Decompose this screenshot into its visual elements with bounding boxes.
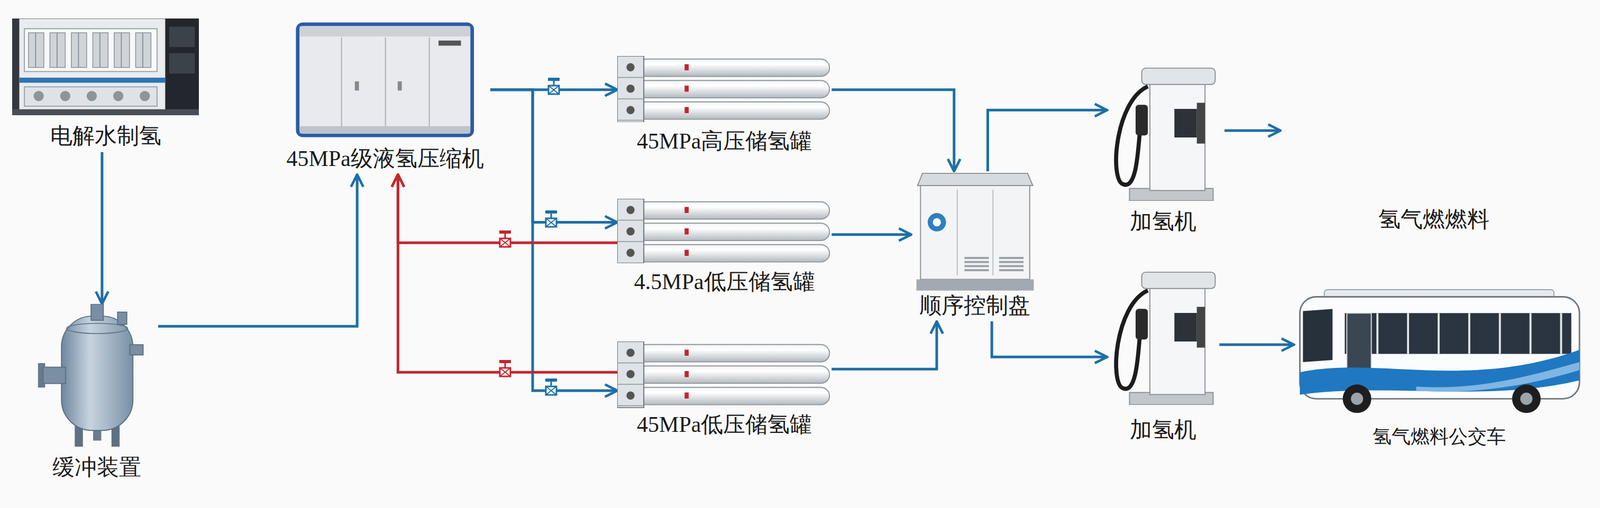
flow-connector — [490, 89, 618, 223]
storage-tank-bank: 45MPa低压储氢罐 — [617, 341, 832, 441]
valve-symbol — [499, 230, 511, 248]
valve-symbol — [545, 378, 557, 396]
node-label: 顺序控制盘 — [919, 293, 1031, 319]
flow-connector — [397, 174, 618, 243]
flow-connector — [1219, 343, 1294, 347]
flow-connector — [397, 174, 618, 373]
flow-connector — [490, 89, 618, 391]
flow-connector — [100, 152, 104, 305]
node-label: 45MPa低压储氢罐 — [636, 412, 812, 438]
flow-connector — [158, 174, 358, 327]
panel-illustration — [911, 171, 1039, 291]
tanks-illustration — [617, 56, 832, 123]
node-label: 缓冲装置 — [52, 454, 142, 481]
node-label: 加氢机 — [1129, 417, 1197, 443]
electrolyzer-unit: 电解水制氢 — [12, 18, 199, 153]
compressor-unit: 45MPa级液氢压缩机 — [280, 22, 491, 175]
free-label: 氢气燃燃料 — [1378, 206, 1490, 233]
node-label: 4.5MPa低压储氢罐 — [634, 269, 816, 295]
node-label: 45MPa级液氢压缩机 — [286, 145, 484, 172]
buffer-tank: 缓冲装置 — [35, 304, 159, 484]
valve-symbol — [547, 77, 560, 95]
buffer-illustration — [35, 304, 159, 447]
tanks-illustration — [617, 198, 832, 264]
flow-connector — [987, 110, 1108, 172]
flow-connector — [831, 233, 912, 236]
flow-connector — [991, 321, 1108, 358]
fuel-cell-bus: 氢气燃料公交车 — [1293, 288, 1585, 452]
storage-tank-bank: 4.5MPa低压储氢罐 — [617, 198, 832, 298]
node-label: 45MPa高压储氢罐 — [636, 128, 812, 154]
dispenser-illustration — [1107, 270, 1220, 406]
valve-symbol — [499, 360, 511, 377]
flow-connector — [831, 89, 955, 172]
dispenser-illustration — [1107, 66, 1220, 201]
flow-arrow — [1224, 129, 1281, 133]
node-label: 氢气燃料公交车 — [1372, 426, 1506, 448]
node-label: 加氢机 — [1129, 208, 1197, 235]
tanks-illustration — [617, 341, 832, 408]
electro-illustration — [12, 18, 199, 116]
control-panel: 顺序控制盘 — [911, 171, 1039, 322]
valve-symbol — [545, 210, 557, 227]
bus-illustration — [1293, 288, 1585, 417]
storage-tank-bank: 45MPa高压储氢罐 — [617, 56, 832, 158]
hydrogen-dispenser: 加氢机 — [1107, 66, 1220, 238]
node-label: 电解水制氢 — [50, 123, 162, 149]
hydrogen-dispenser: 加氢机 — [1107, 270, 1220, 446]
flow-connector — [831, 321, 937, 370]
compressor-illustration — [295, 22, 475, 138]
